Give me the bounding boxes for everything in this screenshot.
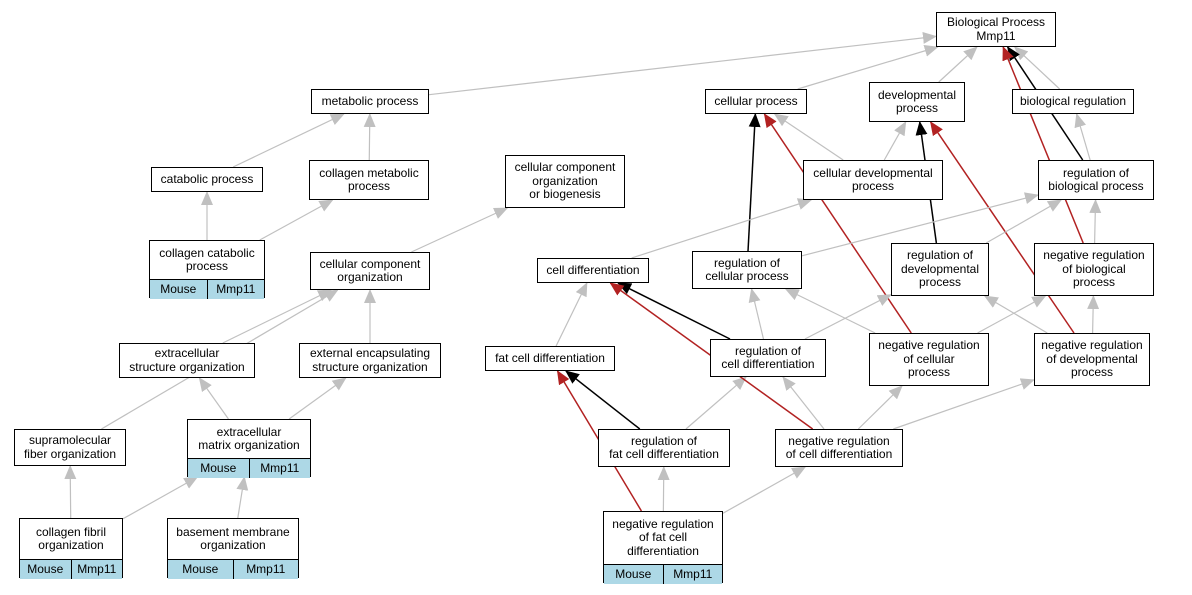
- go-term-label: basement membrane organization: [176, 524, 290, 552]
- edge-is-a: [977, 295, 1047, 334]
- go-term-ext-encap[interactable]: external encapsulating structure organiz…: [299, 343, 441, 378]
- go-term-neg-reg-cell-diff[interactable]: negative regulation of cell differentiat…: [775, 429, 903, 467]
- go-term-fat-diff[interactable]: fat cell differentiation: [485, 346, 615, 371]
- go-term-neg-reg-bio[interactable]: negative regulation of biological proces…: [1034, 243, 1154, 296]
- edge-is-a: [122, 476, 199, 520]
- edge-is-a: [411, 207, 509, 253]
- edge-is-a: [857, 385, 903, 430]
- go-term-label: extracellular matrix organization: [198, 424, 300, 452]
- go-term-collagen-metabolic[interactable]: collagen metabolic process: [309, 160, 429, 200]
- annotation-gene: Mmp11: [70, 560, 123, 579]
- go-term-label: negative regulation of fat cell differen…: [612, 516, 714, 558]
- go-term-cell-dev[interactable]: cellular developmental process: [803, 160, 943, 200]
- go-term-ext-struct[interactable]: extracellular structure organization: [119, 343, 255, 378]
- edge-is-a: [797, 44, 939, 90]
- edge-is-a: [983, 295, 1048, 334]
- edge-regulates: [617, 282, 731, 340]
- annotation-species: Mouse: [615, 566, 652, 581]
- edge-is-a: [631, 198, 813, 259]
- edge-is-a: [1087, 295, 1100, 334]
- edge-negatively-regulates: [1002, 46, 1084, 244]
- edge-is-a: [259, 199, 334, 241]
- annotation-gene: Mmp11: [206, 280, 265, 299]
- edge-is-a: [232, 113, 345, 168]
- edge-regulates: [565, 370, 641, 430]
- edge-is-a: [363, 113, 376, 161]
- edge-is-a: [722, 466, 807, 514]
- go-term-neg-reg-cell[interactable]: negative regulation of cellular process: [869, 333, 989, 386]
- annotation-species: Mouse: [200, 460, 237, 475]
- edge-is-a: [938, 46, 978, 83]
- edge-is-a: [222, 289, 333, 344]
- go-term-ccob[interactable]: cellular component organization or bioge…: [505, 155, 625, 208]
- annotation-gene: Mmp11: [248, 459, 311, 478]
- edge-negatively-regulates: [929, 121, 1075, 334]
- edge-is-a: [198, 377, 229, 420]
- edge-is-a: [773, 113, 844, 161]
- edge-is-a: [985, 199, 1063, 244]
- annotation-species: Mouse: [160, 281, 197, 296]
- edge-is-a: [748, 288, 765, 340]
- go-term-label: collagen catabolic process: [159, 245, 255, 273]
- edge-is-a: [1089, 199, 1102, 244]
- annotation-row: Mouse Mmp11: [168, 559, 298, 579]
- go-term-bioreg[interactable]: biological regulation: [1012, 89, 1134, 114]
- go-term-reg-fat[interactable]: regulation of fat cell differentiation: [598, 429, 730, 467]
- edge-is-a: [685, 376, 747, 430]
- edge-is-a: [801, 192, 1039, 257]
- edge-is-a: [784, 288, 876, 334]
- edge-is-a: [64, 465, 77, 519]
- go-term-cell-diff[interactable]: cell differentiation: [537, 258, 649, 283]
- edge-is-a: [893, 378, 1035, 430]
- go-term-cellular[interactable]: cellular process: [705, 89, 807, 114]
- go-term-neg-reg-fat[interactable]: negative regulation of fat cell differen…: [603, 511, 723, 584]
- annotation-row: Mouse Mmp11: [604, 564, 722, 584]
- annotation-row: Mouse Mmp11: [150, 279, 264, 299]
- edge-is-a: [288, 377, 347, 420]
- go-term-root[interactable]: Biological Process Mmp11: [936, 12, 1056, 47]
- edge-negatively-regulates: [763, 113, 912, 334]
- go-term-metabolic[interactable]: metabolic process: [311, 89, 429, 114]
- edge-is-a: [1074, 113, 1091, 161]
- go-term-cco[interactable]: cellular component organization: [310, 252, 430, 290]
- edge-is-a: [428, 31, 937, 96]
- go-term-supra[interactable]: supramolecular fiber organization: [14, 429, 126, 466]
- annotation-species: Mouse: [27, 561, 64, 576]
- edge-regulates: [747, 113, 761, 252]
- go-term-reg-bio[interactable]: regulation of biological process: [1038, 160, 1154, 200]
- edge-is-a: [236, 476, 249, 519]
- go-term-developmental[interactable]: developmental process: [869, 82, 965, 122]
- go-term-label: collagen fibril organization: [35, 524, 107, 552]
- go-term-reg-dev[interactable]: regulation of developmental process: [891, 243, 989, 296]
- edge-is-a: [782, 376, 825, 430]
- edge-is-a: [555, 282, 588, 347]
- go-term-reg-cell-diff[interactable]: regulation of cell differentiation: [710, 339, 826, 377]
- annotation-row: Mouse Mmp11: [188, 458, 310, 478]
- edge-is-a: [804, 294, 892, 340]
- go-term-catabolic[interactable]: catabolic process: [151, 167, 263, 192]
- annotation-species: Mouse: [182, 561, 219, 576]
- annotation-gene: Mmp11: [232, 560, 299, 579]
- edge-is-a: [1013, 46, 1061, 90]
- go-term-reg-cell[interactable]: regulation of cellular process: [692, 251, 802, 289]
- annotation-gene: Mmp11: [662, 565, 723, 584]
- go-term-neg-reg-dev[interactable]: negative regulation of developmental pro…: [1034, 333, 1150, 386]
- annotation-row: Mouse Mmp11: [20, 559, 122, 579]
- edge-is-a: [883, 121, 907, 161]
